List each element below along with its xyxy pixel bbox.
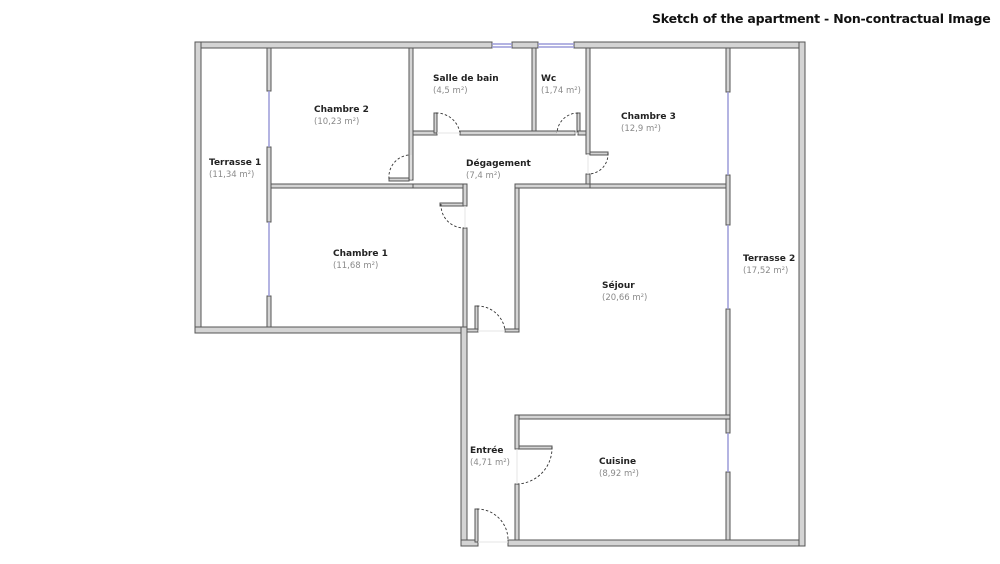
plan-caption: Sketch of the apartment - Non-contractua… (652, 11, 991, 26)
room-area: (8,92 m²) (599, 469, 639, 479)
room-name: Terrasse 2 (743, 254, 796, 264)
room-name: Terrasse 1 (209, 158, 262, 168)
room-area: (11,34 m²) (209, 170, 255, 180)
room-area: (20,66 m²) (602, 293, 648, 303)
room-area: (17,52 m²) (743, 266, 789, 276)
room-wc: Wc (1,74 m²) (541, 73, 581, 97)
room-area: (4,71 m²) (470, 458, 510, 468)
room-name: Chambre 3 (621, 112, 676, 122)
room-name: Salle de bain (433, 74, 499, 84)
room-name: Entrée (470, 446, 504, 456)
room-salle-de-bain: Salle de bain (4,5 m²) (433, 73, 499, 97)
room-cuisine: Cuisine (8,92 m²) (599, 456, 639, 480)
room-area: (4,5 m²) (433, 86, 468, 96)
room-name: Chambre 2 (314, 105, 369, 115)
room-chambre-1: Chambre 1 (11,68 m²) (333, 248, 388, 272)
room-area: (10,23 m²) (314, 117, 360, 127)
room-terrasse-2: Terrasse 2 (17,52 m²) (743, 253, 795, 277)
room-name: Chambre 1 (333, 249, 388, 259)
door-openings (410, 132, 589, 543)
windows (268, 43, 729, 472)
room-sejour: Séjour (20,66 m²) (602, 280, 647, 304)
room-degagement: Dégagement (7,4 m²) (466, 158, 531, 182)
room-area: (1,74 m²) (541, 86, 581, 96)
room-name: Wc (541, 74, 557, 84)
room-name: Dégagement (466, 159, 531, 169)
room-entree: Entrée (4,71 m²) (470, 445, 510, 469)
room-chambre-2: Chambre 2 (10,23 m²) (314, 104, 369, 128)
room-area: (12,9 m²) (621, 124, 661, 134)
walls (194, 41, 806, 547)
door-arcs (388, 112, 609, 542)
room-area: (7,4 m²) (466, 171, 501, 181)
room-terrasse-1: Terrasse 1 (11,34 m²) (209, 157, 261, 181)
room-area: (11,68 m²) (333, 261, 379, 271)
room-chambre-3: Chambre 3 (12,9 m²) (621, 111, 676, 135)
room-name: Séjour (602, 281, 635, 291)
room-name: Cuisine (599, 457, 637, 467)
